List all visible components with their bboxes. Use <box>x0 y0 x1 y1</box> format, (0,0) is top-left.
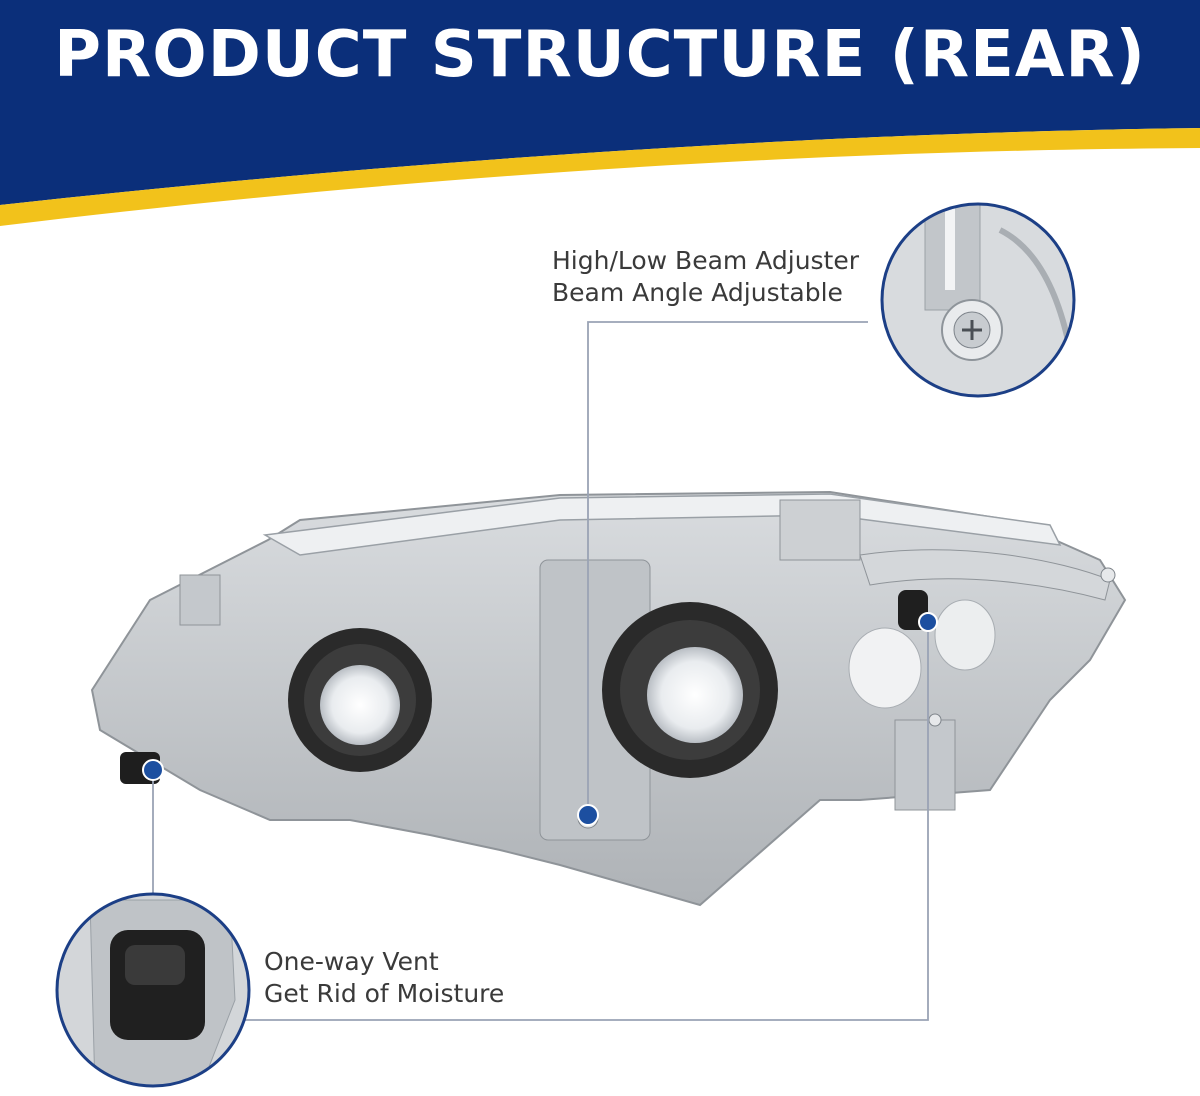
corner-screw <box>1100 567 1116 583</box>
banner-gold-stripe <box>0 128 1200 226</box>
adjuster-zoom-circle <box>880 202 1076 398</box>
vent-zoom-circle <box>55 892 251 1088</box>
callout-leaders <box>152 321 929 1021</box>
side-cap <box>934 599 996 671</box>
adjuster-callout-line1: High/Low Beam Adjuster <box>552 246 860 275</box>
vent-callout: One-way Vent Get Rid of Moisture <box>264 946 504 1010</box>
rubber-cap <box>848 627 922 709</box>
mount-screw <box>928 713 942 727</box>
rear-vent-marker-dot <box>918 612 938 632</box>
headlamp-housing <box>90 490 1127 907</box>
vent-callout-line1: One-way Vent <box>264 947 439 976</box>
vent-marker-dot <box>142 759 164 781</box>
adjuster-marker-dot <box>577 804 599 826</box>
page-title: PRODUCT STRUCTURE (REAR) <box>54 18 1146 92</box>
vent-callout-line2: Get Rid of Moisture <box>264 979 505 1008</box>
high-beam-socket <box>602 602 778 778</box>
chrome-trim <box>262 493 1062 556</box>
adjuster-callout-line2: Beam Angle Adjustable <box>552 278 843 307</box>
mount-bracket-top <box>779 499 861 561</box>
mount-bracket-left <box>179 574 221 626</box>
upper-arm <box>859 549 1111 601</box>
adjuster-callout: High/Low Beam Adjuster Beam Angle Adjust… <box>552 245 859 309</box>
mount-bracket-right <box>894 719 956 811</box>
adjuster-leader-line <box>587 321 868 815</box>
low-beam-socket <box>288 628 432 772</box>
banner-navy <box>0 0 1200 205</box>
header-banner <box>0 0 1200 226</box>
rear-vent-leader-line <box>232 622 929 1021</box>
